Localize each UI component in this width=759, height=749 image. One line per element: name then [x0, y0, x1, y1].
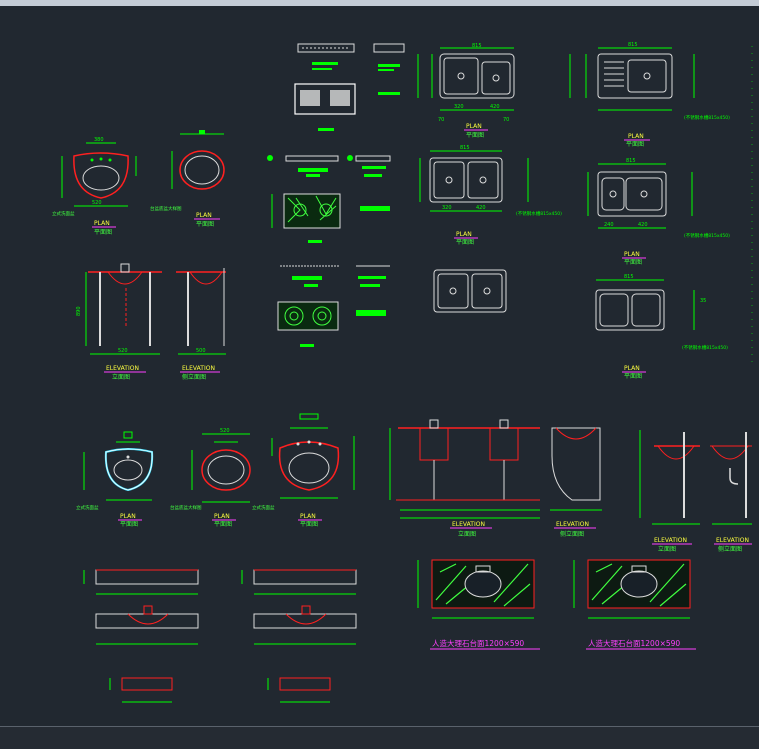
svg-text:ELEVATION: ELEVATION	[654, 537, 687, 544]
svg-text:(不锈钢水槽815x450): (不锈钢水槽815x450)	[684, 232, 730, 239]
svg-text:PLAN: PLAN	[628, 133, 644, 140]
decorative-double-cooktop	[277, 265, 390, 347]
double-sink-plan-1: 815 320 420 70 70 PLAN 平面图	[417, 43, 515, 139]
svg-text:台盆底盆大样图: 台盆底盆大样图	[150, 205, 182, 212]
wall-basin-plan-1: 380 520 立式洗面盆 PLAN 平面图	[52, 137, 137, 236]
svg-text:ELEVATION: ELEVATION	[182, 365, 215, 372]
svg-text:ELEVATION: ELEVATION	[556, 521, 589, 528]
svg-text:PLAN: PLAN	[196, 212, 212, 219]
svg-text:(不锈钢水槽815x450): (不锈钢水槽815x450)	[684, 114, 730, 121]
status-bar	[0, 726, 759, 749]
svg-text:侧立面图: 侧立面图	[718, 545, 742, 553]
svg-text:420: 420	[476, 205, 486, 211]
wall-basin-elevation-side: ELEVATION 侧立面图	[710, 432, 752, 553]
gas-stove-plan	[294, 83, 400, 131]
svg-text:520: 520	[118, 348, 128, 354]
svg-text:平面图: 平面图	[196, 221, 214, 228]
svg-text:平面图: 平面图	[466, 132, 484, 139]
countertop-basin-plan: 立式洗面盆 PLAN 平面图	[252, 413, 355, 528]
svg-text:PLAN: PLAN	[624, 251, 640, 258]
svg-text:平面图: 平面图	[624, 259, 642, 266]
decorative-cooktop-plan	[271, 193, 390, 243]
svg-text:70: 70	[438, 117, 444, 123]
svg-text:平面图: 平面图	[624, 373, 642, 380]
dim-815: 815	[472, 43, 482, 49]
pedestal-basin-elevation-front: 890 520 ELEVATION 立面图	[76, 263, 162, 381]
stone-top-label-2: 人造大理石台面1200×590	[588, 638, 680, 648]
svg-text:PLAN: PLAN	[120, 513, 136, 520]
double-sink-plan-4	[433, 269, 507, 313]
marble-countertop-plan-1: 人造大理石台面1200×590	[417, 559, 540, 650]
svg-text:815: 815	[460, 145, 470, 151]
marble-countertop-plan-2: 人造大理石台面1200×590	[573, 559, 696, 650]
svg-text:(不锈钢水槽815x450): (不锈钢水槽815x450)	[516, 210, 562, 217]
svg-text:平面图: 平面图	[626, 141, 644, 148]
svg-text:ELEVATION: ELEVATION	[716, 537, 749, 544]
svg-text:320: 320	[442, 205, 452, 211]
pedestal-basin-elevation-side: 500 ELEVATION 侧立面图	[176, 268, 226, 381]
svg-text:立式洗面盆: 立式洗面盆	[252, 504, 275, 511]
svg-text:420: 420	[490, 104, 500, 110]
wall-basin-plan-2: 立式洗面盆 PLAN 平面图	[76, 431, 154, 528]
svg-text:立式洗面盆: 立式洗面盆	[76, 504, 99, 511]
svg-text:815: 815	[624, 274, 634, 280]
faucet-parts-row-2	[267, 155, 391, 177]
svg-text:520: 520	[220, 428, 230, 434]
svg-text:420: 420	[638, 222, 648, 228]
svg-text:815: 815	[628, 42, 638, 48]
undercounter-basin-plan-1: 台盆底盆大样图 PLAN 平面图	[150, 130, 225, 228]
svg-text:890: 890	[76, 306, 82, 316]
svg-text:侧立面图: 侧立面图	[182, 373, 206, 381]
svg-text:35: 35	[700, 298, 706, 304]
svg-text:ELEVATION: ELEVATION	[106, 365, 139, 372]
counter-section-1	[83, 569, 199, 703]
svg-text:815: 815	[626, 158, 636, 164]
double-sink-plan-2: 815 320 420 (不锈钢水槽815x450) PLAN 平面图	[419, 145, 562, 246]
wall-basin-elevation-front: ELEVATION 立面图	[639, 430, 700, 553]
svg-text:平面图: 平面图	[120, 521, 138, 528]
svg-text:PLAN: PLAN	[466, 123, 482, 130]
svg-text:平面图: 平面图	[456, 239, 474, 246]
svg-text:立面图: 立面图	[112, 373, 130, 381]
svg-text:(不锈钢水槽815x450): (不锈钢水槽815x450)	[682, 344, 728, 351]
svg-text:立面图: 立面图	[458, 530, 476, 538]
svg-text:侧立面图: 侧立面图	[560, 530, 584, 538]
svg-text:PLAN: PLAN	[300, 513, 316, 520]
svg-text:520: 520	[92, 200, 102, 206]
svg-text:立式洗面盆: 立式洗面盆	[52, 210, 75, 217]
double-sink-plan-5: 815 35 (不锈钢水槽815x450) PLAN 平面图	[595, 274, 728, 380]
svg-text:70: 70	[503, 117, 509, 123]
soap-dish-plan-top	[297, 43, 405, 71]
svg-text:立面图: 立面图	[658, 545, 676, 553]
svg-text:台盆底盆大样图: 台盆底盆大样图	[170, 504, 202, 511]
window-top-bar	[0, 0, 759, 6]
svg-text:320: 320	[454, 104, 464, 110]
svg-text:PLAN: PLAN	[94, 220, 110, 227]
vanity-side-elevation: ELEVATION 侧立面图	[550, 427, 602, 538]
svg-text:PLAN: PLAN	[214, 513, 230, 520]
svg-text:平面图: 平面图	[300, 521, 318, 528]
double-basin-vanity-elevation: ELEVATION 立面图	[389, 419, 540, 538]
svg-text:380: 380	[94, 137, 104, 143]
undercounter-basin-plan-2: 520 台盆底盆大样图 PLAN 平面图	[170, 428, 251, 528]
svg-text:PLAN: PLAN	[624, 365, 640, 372]
svg-text:平面图: 平面图	[214, 521, 232, 528]
svg-text:ELEVATION: ELEVATION	[452, 521, 485, 528]
svg-text:平面图: 平面图	[94, 229, 112, 236]
sink-drainboard-plan-1: 815 (不锈钢水槽815x450) PLAN 平面图	[569, 42, 730, 148]
counter-section-2	[241, 569, 357, 703]
svg-text:240: 240	[604, 222, 614, 228]
double-sink-plan-3: 815 240 420 (不锈钢水槽815x450) PLAN 平面图	[587, 158, 730, 266]
cad-drawing-canvas[interactable]: 815 320 420 70 70 PLAN 平面图 815 (不锈钢水槽815…	[0, 6, 759, 726]
svg-text:PLAN: PLAN	[456, 231, 472, 238]
svg-text:500: 500	[196, 348, 206, 354]
stone-top-label-1: 人造大理石台面1200×590	[432, 638, 524, 648]
